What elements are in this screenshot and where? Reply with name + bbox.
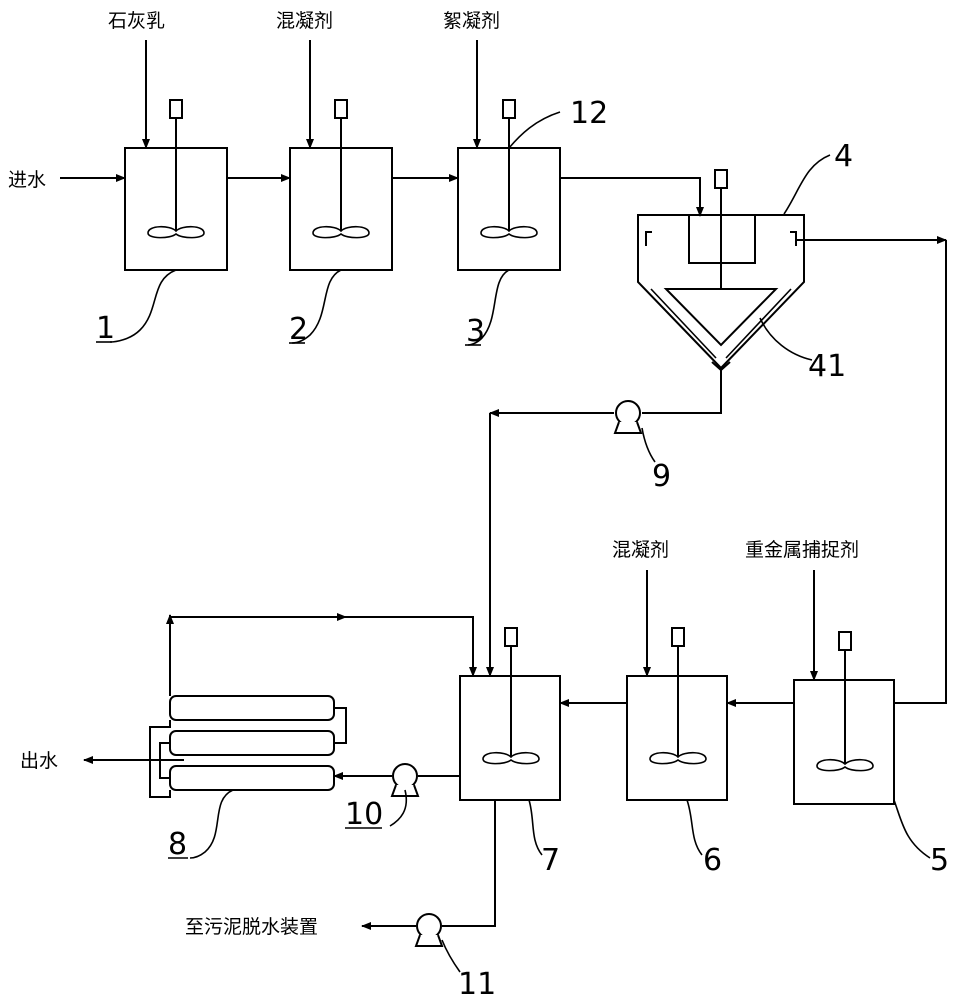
- tank-5: [793, 631, 895, 805]
- number-12: 12: [570, 96, 608, 131]
- sludge-line-a: [642, 370, 722, 414]
- label-lime-milk: 石灰乳: [108, 10, 165, 32]
- leader-41: [759, 317, 813, 361]
- number-41: 41: [808, 349, 846, 384]
- tank-1: [124, 99, 228, 271]
- leader-8: [189, 789, 234, 859]
- leader-12: [508, 111, 561, 149]
- tank-7: [459, 627, 561, 801]
- leader-5: [893, 799, 931, 859]
- leader-6: [686, 799, 703, 856]
- label-outlet: 出水: [20, 750, 58, 772]
- label-coagulant-top: 混凝剂: [276, 10, 333, 32]
- number-9: 9: [652, 459, 671, 494]
- pump-9: [614, 400, 642, 434]
- tank-2: [289, 99, 393, 271]
- label-inlet: 进水: [8, 169, 46, 191]
- number-10: 10: [345, 797, 383, 832]
- number-5: 5: [930, 843, 949, 878]
- number-1: 1: [96, 311, 115, 346]
- leader-1: [109, 269, 177, 343]
- leader-4: [783, 154, 831, 215]
- label-flocculant: 絮凝剂: [443, 10, 500, 32]
- sludge-discharge-a: [442, 800, 496, 927]
- label-to-sludge: 至污泥脱水装置: [185, 916, 318, 938]
- leader-7: [528, 799, 543, 856]
- number-3: 3: [466, 314, 485, 349]
- number-2: 2: [289, 312, 308, 347]
- leader-10: [389, 789, 408, 827]
- number-7: 7: [541, 843, 560, 878]
- flow-3-4: [560, 177, 704, 217]
- recycle-top-b: [346, 616, 477, 677]
- number-8: 8: [168, 827, 187, 862]
- clarifier-4: [637, 169, 805, 372]
- tank-6: [626, 627, 728, 801]
- flow-4-5: [894, 240, 947, 704]
- tank-3: [457, 99, 561, 271]
- leader-11: [441, 939, 461, 973]
- membrane-module-8: [149, 695, 347, 798]
- leader-9: [641, 427, 656, 463]
- number-6: 6: [703, 843, 722, 878]
- pump-11: [415, 913, 443, 947]
- number-11: 11: [458, 967, 496, 1000]
- label-heavy-metal-capture: 重金属捕捉剂: [745, 539, 859, 561]
- label-coagulant-bottom: 混凝剂: [612, 539, 669, 561]
- number-4: 4: [834, 139, 853, 174]
